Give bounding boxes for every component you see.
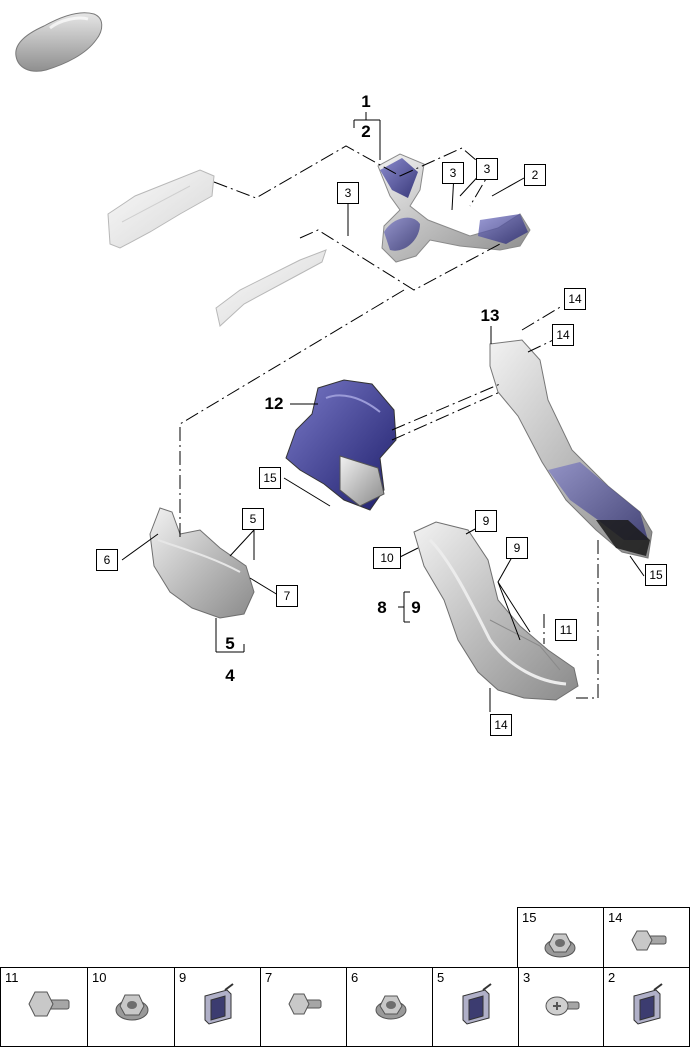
legend-cell-2[interactable]: 2 [603, 967, 690, 1047]
legend-cell-7[interactable]: 7 [260, 967, 347, 1047]
hex-bolt-icon [631, 930, 667, 951]
heat-shield-12 [285, 379, 397, 511]
spring-clip-icon [204, 983, 234, 1025]
hex-nut-flange-icon [544, 933, 576, 958]
hex-nut-flange-icon [375, 995, 407, 1020]
callout-2-box[interactable]: 2 [524, 164, 546, 186]
hex-bolt-icon [288, 993, 322, 1015]
heat-shield-rear-13 [489, 339, 653, 559]
callout-3-top-right[interactable]: 3 [476, 158, 498, 180]
leader-lines [121, 112, 645, 712]
callout-6[interactable]: 6 [96, 549, 118, 571]
legend-number: 15 [522, 910, 537, 925]
heat-shield-8 [413, 521, 579, 701]
callout-5-assembly[interactable]: 5 [225, 634, 235, 653]
callout-12[interactable]: 12 [264, 394, 284, 413]
legend-number: 11 [5, 970, 19, 985]
heat-shield-4 [149, 507, 255, 619]
callout-15-right[interactable]: 15 [645, 564, 667, 586]
callout-14-second[interactable]: 14 [552, 324, 574, 346]
callout-7[interactable]: 7 [276, 585, 298, 607]
legend-cell-14[interactable]: 14 [603, 907, 690, 968]
fastener-legend: 15 14 11 10 [0, 907, 690, 1047]
legend-number: 3 [523, 970, 531, 985]
torx-screw-icon [545, 996, 580, 1016]
callout-10[interactable]: 10 [373, 547, 401, 569]
heat-shield-upper-center [377, 153, 531, 263]
callout-11[interactable]: 11 [555, 619, 577, 641]
car-silhouette-icon [15, 12, 103, 72]
hex-bolt-icon [28, 991, 70, 1017]
legend-cell-6[interactable]: 6 [346, 967, 433, 1047]
legend-number: 7 [265, 970, 273, 985]
spring-clip-icon [633, 983, 663, 1025]
callout-8[interactable]: 8 [377, 598, 387, 617]
heat-shield-strip-left [215, 249, 327, 327]
callout-5-box[interactable]: 5 [242, 508, 264, 530]
legend-number: 2 [608, 970, 616, 985]
callout-15-left[interactable]: 15 [259, 467, 281, 489]
hex-nut-flange-icon [115, 994, 149, 1021]
callout-9-top[interactable]: 9 [475, 510, 497, 532]
legend-cell-15[interactable]: 15 [517, 907, 604, 968]
legend-cell-9[interactable]: 9 [174, 967, 261, 1047]
dash-dot-lines [179, 145, 599, 699]
legend-cell-11[interactable]: 11 [0, 967, 88, 1047]
callout-3-left[interactable]: 3 [337, 182, 359, 204]
callout-4[interactable]: 4 [225, 666, 235, 685]
legend-number: 9 [179, 970, 187, 985]
legend-number: 10 [92, 970, 107, 985]
callout-13[interactable]: 13 [480, 306, 500, 325]
legend-cell-5[interactable]: 5 [432, 967, 519, 1047]
callout-1[interactable]: 1 [361, 92, 371, 111]
legend-number: 14 [608, 910, 623, 925]
legend-cell-10[interactable]: 10 [87, 967, 175, 1047]
heat-shield-outer-left [107, 169, 215, 249]
callout-9-second[interactable]: 9 [506, 537, 528, 559]
legend-cell-3[interactable]: 3 [518, 967, 604, 1047]
spring-clip-icon [462, 983, 492, 1025]
callout-9-assembly[interactable]: 9 [411, 598, 421, 617]
legend-number: 6 [351, 970, 359, 985]
legend-number: 5 [437, 970, 445, 985]
callout-2-assembly[interactable]: 2 [361, 122, 371, 141]
exploded-parts-diagram [15, 12, 653, 712]
callout-14-top[interactable]: 14 [564, 288, 586, 310]
callout-3-top-center[interactable]: 3 [442, 162, 464, 184]
callout-14-bottom[interactable]: 14 [490, 714, 512, 736]
